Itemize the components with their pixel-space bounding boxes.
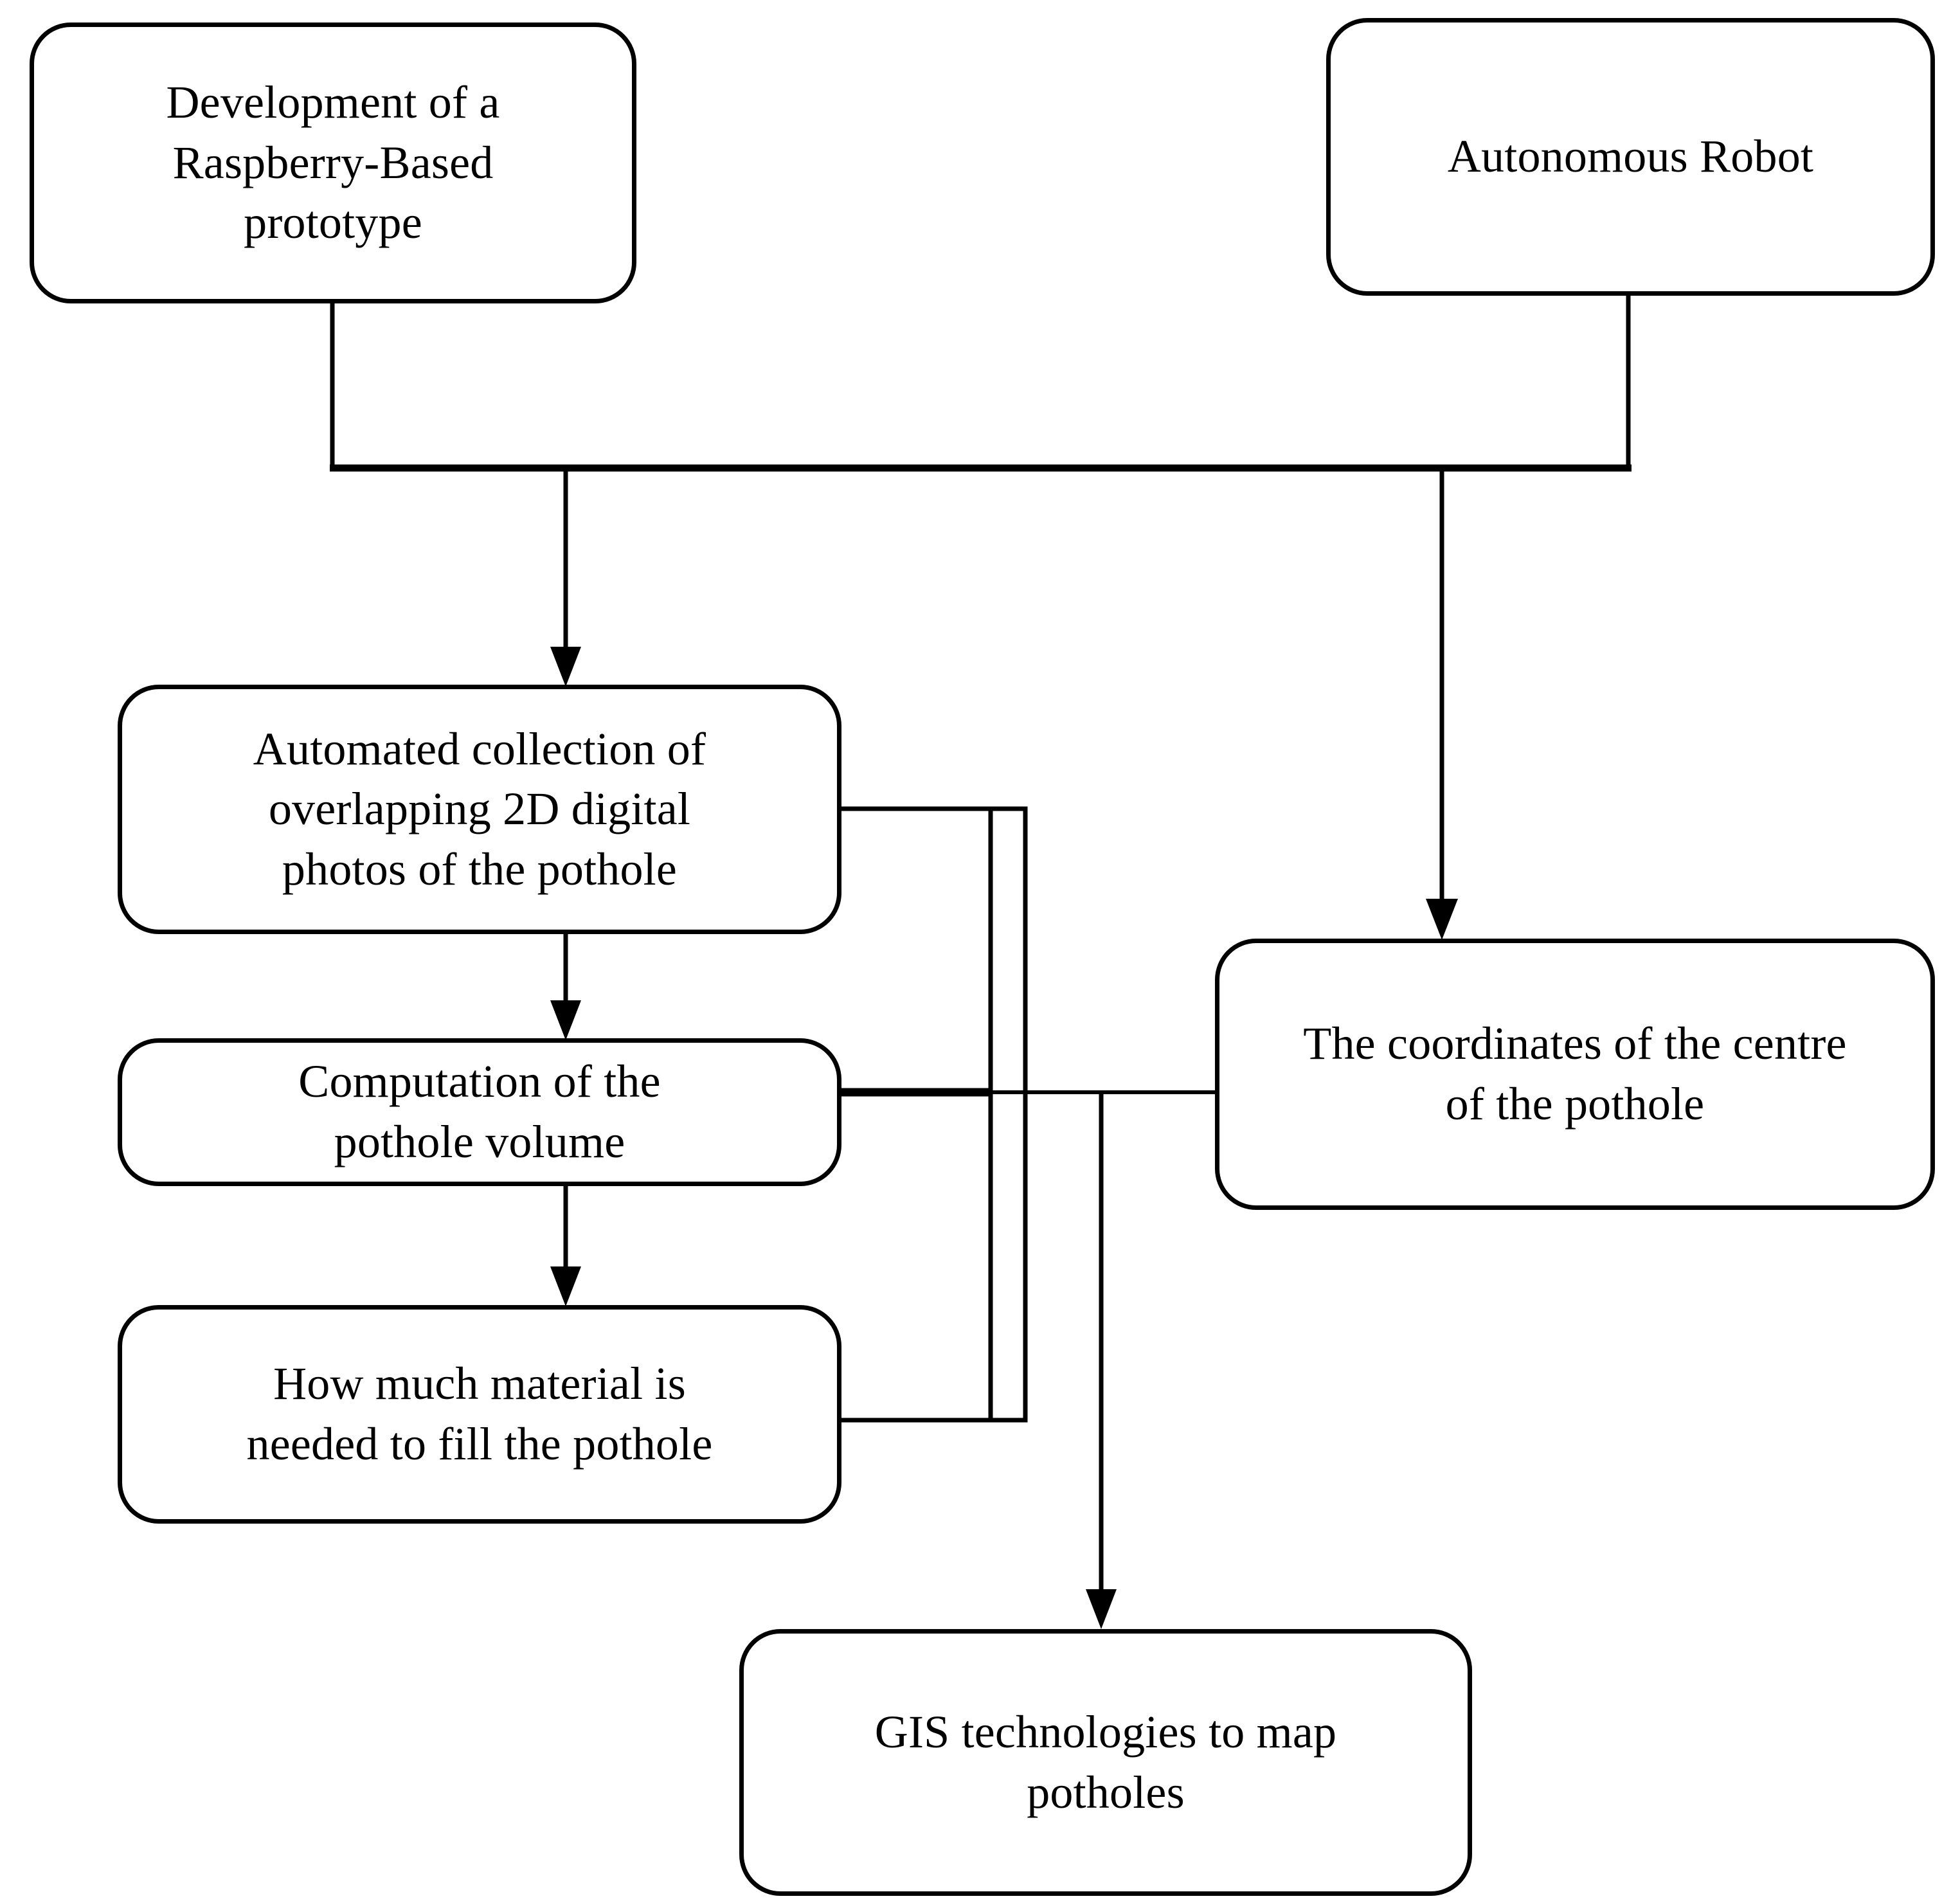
node-automated-collection-label: Automated collection of overlapping 2D d… [253, 723, 706, 895]
arrowhead-to-gis [1086, 1589, 1117, 1629]
node-prototype-label: Development of a Raspberry-Based prototy… [166, 77, 500, 249]
arrowhead-to-computation [550, 1000, 581, 1040]
edge-collection-to-material-bypass [841, 806, 1028, 1423]
arrowhead-to-collection [550, 647, 581, 687]
node-material-needed[interactable]: How much material is needed to fill the … [118, 1305, 841, 1524]
node-gis-technologies[interactable]: GIS technologies to map potholes [739, 1629, 1472, 1896]
node-coordinates-label: The coordinates of the centre of the pot… [1303, 1018, 1847, 1130]
arrowhead-to-material [550, 1266, 581, 1306]
node-prototype[interactable]: Development of a Raspberry-Based prototy… [30, 23, 636, 303]
node-coordinates[interactable]: The coordinates of the centre of the pot… [1215, 939, 1935, 1210]
node-automated-collection[interactable]: Automated collection of overlapping 2D d… [118, 685, 841, 934]
node-autonomous-robot[interactable]: Autonomous Robot [1326, 18, 1935, 296]
node-computation[interactable]: Computation of the pothole volume [118, 1038, 841, 1186]
arrowhead-to-coordinates [1426, 899, 1458, 940]
node-material-needed-label: How much material is needed to fill the … [246, 1358, 713, 1470]
node-gis-technologies-label: GIS technologies to map potholes [874, 1706, 1337, 1818]
node-computation-label: Computation of the pothole volume [298, 1056, 661, 1167]
node-autonomous-robot-label: Autonomous Robot [1447, 131, 1814, 183]
